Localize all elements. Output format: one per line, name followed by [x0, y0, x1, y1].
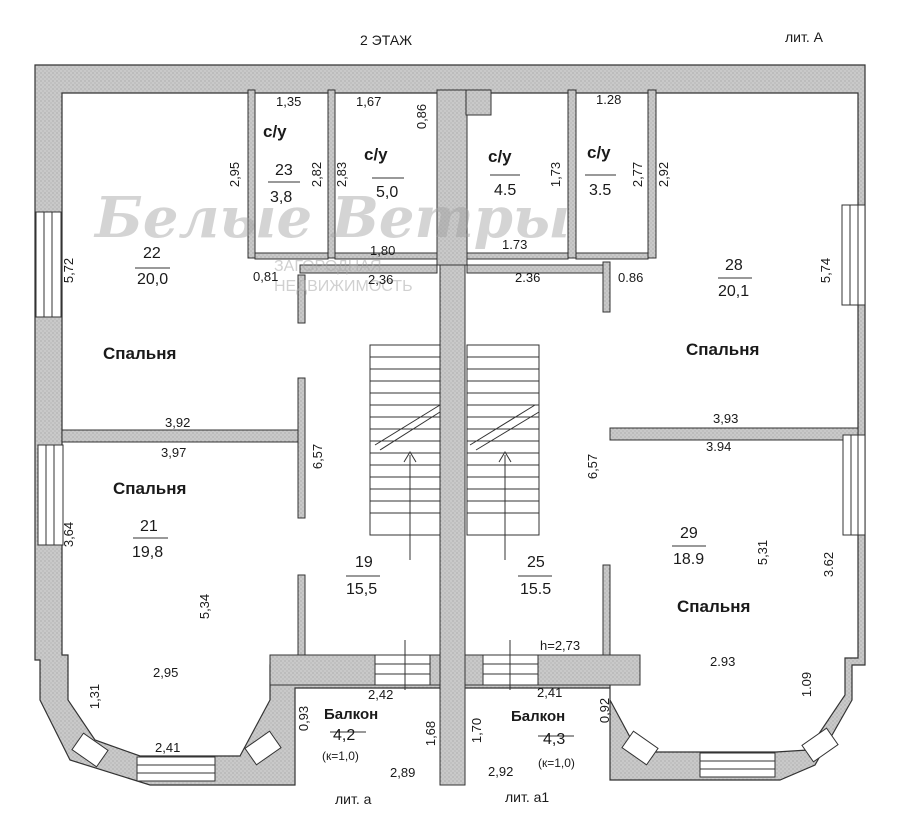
- room-29-name: Спальня: [677, 597, 751, 616]
- dim-2-92: 2,92: [656, 161, 672, 188]
- balcony-left-name: Балкон: [324, 706, 379, 723]
- dim-3-97: 3,97: [161, 445, 187, 460]
- wc-5-name: с/у: [364, 145, 388, 164]
- dim-0-81: 0,81: [253, 269, 279, 284]
- balcony-right-name: Балкон: [511, 708, 566, 725]
- dim-5-72: 5,72: [61, 257, 77, 284]
- dim-2-95-b: 2,95: [153, 665, 179, 680]
- dim-3-94: 3.94: [706, 439, 732, 454]
- watermark-line1: ЗАГОРОДНАЯ: [274, 258, 382, 275]
- dim-0-86-b: 0.86: [618, 270, 644, 285]
- dim-6-57-right: 6,57: [585, 453, 601, 480]
- dim-1-35: 1,35: [276, 94, 302, 109]
- lit-bottom-right: лит. а1: [505, 789, 550, 805]
- dim-0-86-a: 0,86: [414, 103, 430, 130]
- dim-2-36-right: 2.36: [515, 270, 541, 285]
- room-19-number: 19: [355, 554, 373, 571]
- dim-1-80: 1,80: [370, 243, 396, 258]
- dim-1-68: 1,68: [423, 720, 439, 747]
- room-25-number: 25: [527, 554, 545, 571]
- dim-3-93: 3,93: [713, 411, 739, 426]
- balcony-left-k: (к=1,0): [322, 749, 359, 763]
- dim-5-31: 5,31: [755, 539, 771, 566]
- dim-2-93: 2.93: [710, 654, 736, 669]
- dim-0-92: 0,92: [597, 697, 613, 724]
- room-23-number: 23: [275, 162, 293, 179]
- room-29-number: 29: [680, 525, 698, 542]
- wc-45-name: с/у: [488, 147, 512, 166]
- dim-1-31: 1,31: [87, 683, 103, 710]
- dim-2-42: 2,42: [368, 687, 394, 702]
- dim-2-92-b: 2,92: [488, 764, 514, 779]
- wc-35-area: 3.5: [589, 182, 612, 199]
- room-29-area: 18.9: [673, 551, 705, 568]
- wc-45-area: 4.5: [494, 182, 517, 199]
- area-fraction-lines: [133, 174, 752, 737]
- floor-title: 2 ЭТАЖ: [360, 32, 413, 48]
- balcony-left-area: 4,2: [333, 727, 356, 744]
- watermark-line2: НЕДВИЖИМОСТЬ: [274, 278, 413, 295]
- staircase-right: [404, 344, 540, 690]
- room-21-name: Спальня: [113, 479, 187, 498]
- dim-2-41-a: 2,41: [155, 740, 181, 755]
- dim-1-70: 1,70: [469, 717, 485, 744]
- wc-5-area: 5,0: [376, 184, 399, 201]
- dim-1-73-h: 1.73: [502, 237, 528, 252]
- room-23-area: 3,8: [270, 189, 293, 206]
- room-22-number: 22: [143, 245, 161, 262]
- balcony-right-area: 4,3: [543, 731, 566, 748]
- dim-3-64: 3,64: [61, 521, 77, 548]
- watermark-logo: Белые Ветры: [95, 185, 570, 251]
- room-22-area: 20,0: [137, 271, 169, 288]
- dim-5-74: 5,74: [818, 257, 834, 284]
- room-28-number: 28: [725, 257, 743, 274]
- dim-5-34: 5,34: [197, 593, 213, 620]
- room-28-area: 20,1: [718, 283, 750, 300]
- lit-bottom-left: лит. а: [335, 791, 372, 807]
- room-19-area: 15,5: [346, 581, 378, 598]
- dim-6-57-left: 6,57: [310, 443, 326, 470]
- dim-2-95-a: 2,95: [227, 161, 243, 188]
- dim-2-41-b: 2,41: [537, 685, 563, 700]
- dim-2-77: 2,77: [630, 161, 646, 188]
- dim-1-67: 1,67: [356, 94, 382, 109]
- room-28-name: Спальня: [686, 340, 760, 359]
- room-25-height: h=2,73: [540, 638, 581, 653]
- room-25-area: 15.5: [520, 581, 552, 598]
- dim-2-89: 2,89: [390, 765, 416, 780]
- dim-3-62: 3.62: [821, 551, 837, 578]
- windows: [35, 204, 866, 782]
- dim-1-73-v: 1,73: [548, 161, 564, 188]
- lit-top: лит. А: [785, 29, 823, 45]
- dim-3-92: 3,92: [165, 415, 191, 430]
- dim-2-82: 2,82: [309, 161, 325, 188]
- room-23-name: с/у: [263, 122, 287, 141]
- dim-0-93: 0,93: [296, 705, 312, 732]
- room-22-name: Спальня: [103, 344, 177, 363]
- dim-2-36-left: 2,36: [368, 272, 394, 287]
- staircase-left: [369, 344, 441, 560]
- balcony-right-k: (к=1,0): [538, 756, 575, 770]
- wc-35-name: с/у: [587, 143, 611, 162]
- dim-1-28: 1.28: [596, 92, 622, 107]
- room-21-number: 21: [140, 518, 158, 535]
- room-21-area: 19,8: [132, 544, 164, 561]
- dim-1-09: 1.09: [799, 671, 815, 698]
- dim-2-83: 2,83: [334, 161, 350, 188]
